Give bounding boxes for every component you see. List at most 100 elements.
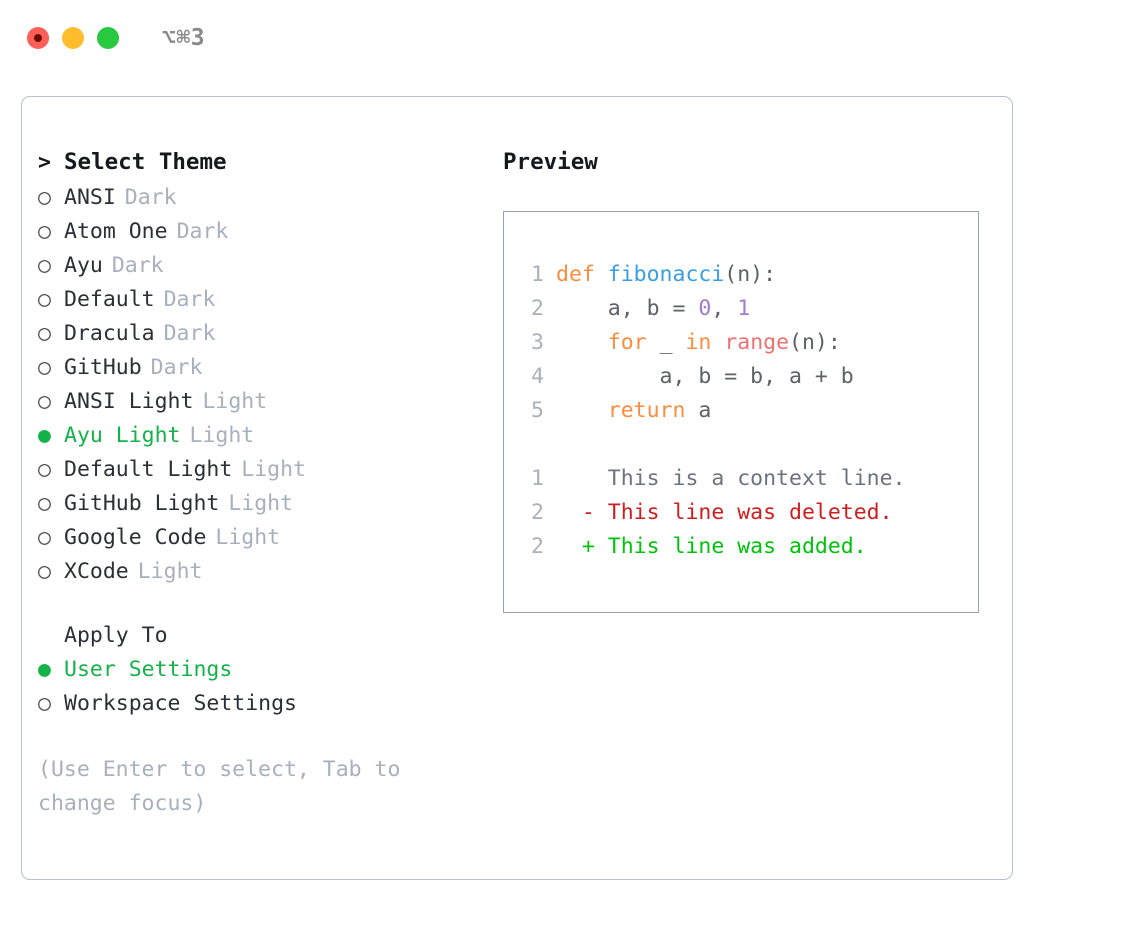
theme-option-label: Ayu Light <box>64 423 181 448</box>
diff-line-number: 1 <box>531 466 544 491</box>
select-theme-heading-label: Select Theme <box>64 149 227 175</box>
theme-option-label: GitHub <box>64 355 142 380</box>
radio-unselected-icon[interactable]: ○ <box>38 253 51 278</box>
theme-option-github[interactable]: ○ GitHub Dark <box>38 355 488 389</box>
minimize-window-button[interactable] <box>62 27 84 49</box>
theme-option-atom-one[interactable]: ○ Atom One Dark <box>38 219 488 253</box>
traffic-light-group <box>27 27 119 49</box>
diff-line-text: This is a context line. <box>556 466 906 491</box>
theme-option-label: Google Code <box>64 525 207 550</box>
code-token-number: 0 <box>698 296 712 321</box>
theme-option-ansi-light[interactable]: ○ ANSI Light Light <box>38 389 488 423</box>
apply-to-option-label: User Settings <box>64 657 233 682</box>
theme-option-label: GitHub Light <box>64 491 220 516</box>
code-token-plain: (n): <box>789 330 841 355</box>
code-token-keyword: def <box>556 262 608 287</box>
title-bar: ⌥⌘3 <box>0 0 1140 76</box>
theme-option-category: Dark <box>111 253 164 278</box>
diff-line-text: - This line was deleted. <box>556 500 893 525</box>
radio-unselected-icon[interactable]: ○ <box>38 491 51 516</box>
theme-option-category: Dark <box>176 219 229 244</box>
diff-line-number: 2 <box>531 500 544 525</box>
radio-unselected-icon[interactable]: ○ <box>38 287 51 312</box>
preview-heading: Preview <box>503 149 598 175</box>
diff-line-text: + This line was added. <box>556 534 867 559</box>
theme-option-category: Light <box>215 525 281 550</box>
theme-option-github-light[interactable]: ○ GitHub Light Light <box>38 491 488 525</box>
code-line-number: 1 <box>531 262 544 287</box>
code-line-text: return a <box>556 394 712 428</box>
theme-option-label: ANSI Light <box>64 389 194 414</box>
code-token-plain <box>556 330 608 355</box>
theme-option-category: Light <box>228 491 294 516</box>
theme-option-category: Dark <box>163 287 216 312</box>
code-line-text: for _ in range(n): <box>556 326 841 360</box>
code-diff-separator <box>504 428 978 462</box>
close-window-button[interactable] <box>27 27 49 49</box>
theme-option-google-code[interactable]: ○ Google Code Light <box>38 525 488 559</box>
diff-line-number: 2 <box>531 534 544 559</box>
theme-option-category: Dark <box>124 185 177 210</box>
radio-selected-icon[interactable]: ● <box>38 657 51 682</box>
theme-option-label: ANSI <box>64 185 116 210</box>
theme-option-label: Dracula <box>64 321 155 346</box>
radio-unselected-icon[interactable]: ○ <box>38 389 51 414</box>
code-line-number: 3 <box>531 330 544 355</box>
code-line: 5 return a <box>504 394 978 428</box>
code-line-number: 4 <box>531 364 544 389</box>
theme-option-category: Dark <box>163 321 216 346</box>
theme-option-label: XCode <box>64 559 129 584</box>
selection-caret-icon: > <box>38 150 51 175</box>
radio-unselected-icon[interactable]: ○ <box>38 321 51 346</box>
apply-to-option-user-settings[interactable]: ● User Settings <box>38 657 488 691</box>
radio-unselected-icon[interactable]: ○ <box>38 691 51 716</box>
theme-option-label: Atom One <box>64 219 168 244</box>
theme-option-category: Light <box>202 389 268 414</box>
radio-selected-icon[interactable]: ● <box>38 423 51 448</box>
code-token-plain: (n): <box>724 262 777 287</box>
apply-to-heading-label: Apply To <box>64 623 168 648</box>
theme-option-ansi[interactable]: ○ ANSI Dark <box>38 185 488 219</box>
code-token-plain <box>711 330 724 355</box>
radio-unselected-icon[interactable]: ○ <box>38 559 51 584</box>
diff-line-added: 2 + This line was added. <box>504 530 978 564</box>
radio-unselected-icon[interactable]: ○ <box>38 525 51 550</box>
code-line-text: a, b = 0, 1 <box>556 292 750 326</box>
code-line-number: 5 <box>531 398 544 423</box>
theme-option-category: Dark <box>150 355 203 380</box>
diff-line-deleted: 2 - This line was deleted. <box>504 496 978 530</box>
list-spacer <box>38 593 488 623</box>
select-theme-heading: > Select Theme <box>38 149 488 185</box>
radio-unselected-icon[interactable]: ○ <box>38 457 51 482</box>
radio-unselected-icon[interactable]: ○ <box>38 185 51 210</box>
maximize-window-button[interactable] <box>97 27 119 49</box>
code-token-plain <box>556 398 608 423</box>
code-token-keyword: return <box>607 398 686 423</box>
radio-unselected-icon[interactable]: ○ <box>38 219 51 244</box>
theme-option-dracula[interactable]: ○ Dracula Dark <box>38 321 488 355</box>
keyboard-hint-text: (Use Enter to select, Tab to change focu… <box>38 757 401 816</box>
theme-option-ayu-light[interactable]: ● Ayu Light Light <box>38 423 488 457</box>
apply-to-option-label: Workspace Settings <box>64 691 297 716</box>
diff-line-context: 1 This is a context line. <box>504 462 978 496</box>
code-line: 2 a, b = 0, 1 <box>504 292 978 326</box>
code-token-plain: a <box>685 398 712 423</box>
theme-option-category: Light <box>241 457 307 482</box>
radio-unselected-icon[interactable]: ○ <box>38 355 51 380</box>
apply-to-option-workspace-settings[interactable]: ○ Workspace Settings <box>38 691 488 725</box>
code-line-text: a, b = b, a + b <box>556 360 854 394</box>
code-token-builtin: range <box>724 330 790 355</box>
theme-option-category: Light <box>189 423 255 448</box>
code-line: 4 a, b = b, a + b <box>504 360 978 394</box>
